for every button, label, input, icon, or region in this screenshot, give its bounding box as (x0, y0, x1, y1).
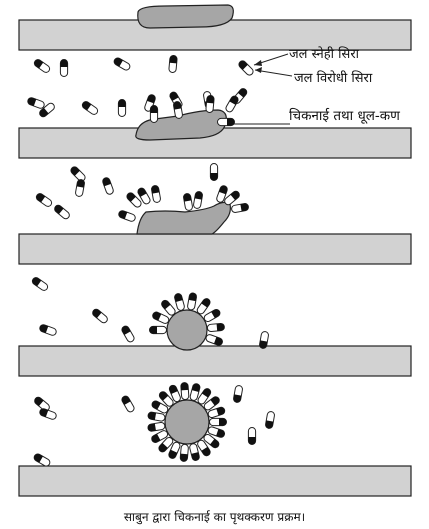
soap-molecule (247, 427, 257, 445)
soap-molecule (38, 323, 58, 337)
soap-molecule (168, 54, 178, 74)
soap-molecule (150, 184, 162, 204)
diagram-caption: साबुन द्वारा चिकनाई का पृथक्करण प्रक्रम। (123, 510, 306, 524)
grease-blob-1 (137, 4, 234, 29)
grease-ball-4 (166, 309, 208, 351)
micelle-grease-ball (164, 399, 210, 445)
soap-molecule (192, 190, 204, 210)
soap-molecule (264, 410, 276, 430)
soap-molecule (206, 322, 226, 333)
soap-molecule (236, 58, 256, 78)
soap-molecule (173, 292, 186, 312)
cloth-strip-5 (18, 465, 412, 497)
soap-molecule (209, 163, 219, 181)
soap-molecule (209, 417, 227, 427)
soap-molecule (150, 310, 171, 326)
soap-molecule (204, 333, 224, 347)
soap-molecule (186, 291, 198, 311)
soap-molecule (159, 298, 178, 318)
arrow-head-1 (254, 60, 262, 66)
soap-molecule (80, 99, 100, 117)
soap-molecule (149, 325, 167, 335)
soap-molecule (146, 421, 166, 433)
label-grease-dirt: चिकनाई तथा धूल-कण (289, 108, 400, 124)
soap-molecule (232, 384, 244, 404)
soap-molecule (120, 324, 136, 344)
soap-molecule (230, 202, 250, 214)
soap-molecule (180, 381, 190, 401)
label-hydrophobic-tail: जल विरोधी सिरा (294, 71, 373, 86)
soap-molecule (101, 176, 115, 196)
soap-molecule (112, 56, 132, 72)
soap-molecule (182, 192, 194, 212)
label-hydrophilic-head: जल स्नेही सिरा (289, 47, 360, 62)
grease-blob-3 (136, 201, 231, 235)
soap-molecule (30, 275, 50, 293)
soap-molecule (149, 105, 159, 123)
arrow-head-2 (255, 67, 262, 73)
soap-molecule (74, 178, 86, 198)
soap-molecule (205, 94, 215, 114)
soap-molecule (59, 59, 69, 77)
cloth-strip-3 (18, 233, 412, 265)
soap-molecule (179, 443, 190, 463)
soap-molecule (117, 209, 137, 223)
soap-molecule (120, 394, 136, 414)
soap-molecule (32, 57, 52, 75)
soap-molecule (52, 203, 72, 221)
soap-molecule (32, 452, 52, 468)
soap-molecule (34, 191, 54, 209)
soap-molecule (90, 307, 110, 325)
soap-molecule (117, 99, 127, 117)
soap-molecule (26, 96, 46, 110)
soap-molecule (217, 117, 235, 127)
cloth-strip-4 (18, 345, 412, 377)
